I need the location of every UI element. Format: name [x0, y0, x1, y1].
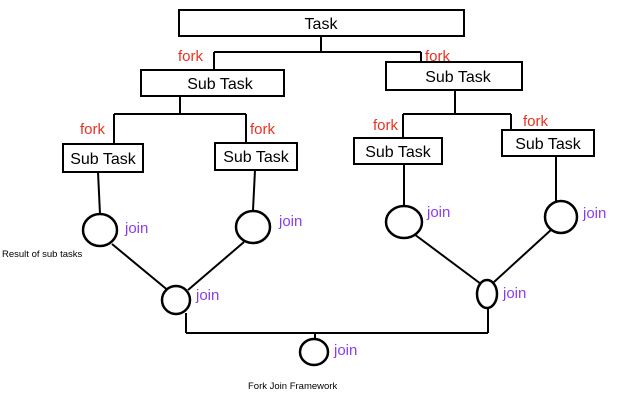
node4-to-join-right	[493, 228, 553, 283]
join-label-3: join	[426, 204, 450, 221]
join-label-right: join	[502, 285, 526, 302]
subtask-box-leaf-1: Sub Task	[62, 143, 144, 173]
node1-to-join-left	[111, 243, 171, 293]
leaf1-to-node	[97, 171, 101, 215]
fork-label-right-right: fork	[523, 113, 549, 130]
subtask-label-leaf-1: Sub Task	[70, 151, 137, 168]
subtask-label-left: Sub Task	[187, 76, 254, 93]
root-task-box: Task	[178, 9, 465, 37]
leaf2-to-node	[252, 169, 256, 211]
fork-label-root-left: fork	[178, 48, 204, 65]
result-node-2	[234, 209, 272, 245]
subtask-box-right: Sub Task	[385, 61, 523, 91]
subtask-box-leaf-3: Sub Task	[353, 137, 443, 165]
fork-label-left-right: fork	[250, 121, 276, 138]
connector-lines	[97, 36, 557, 340]
root-task-label: Task	[305, 16, 339, 33]
join-node-left	[160, 284, 192, 316]
join-label-final: join	[333, 342, 357, 359]
fork-label-right-left: fork	[373, 117, 399, 134]
subtask-box-leaf-4: Sub Task	[501, 129, 595, 157]
node3-to-join-right	[413, 233, 482, 285]
fork-label-left-left: fork	[80, 121, 106, 138]
subtask-box-leaf-2: Sub Task	[214, 142, 298, 171]
diagram-title: Fork Join Framework	[248, 381, 337, 392]
join-label-left: join	[195, 287, 219, 304]
join-label-1: join	[124, 220, 148, 237]
node2-to-join-left	[187, 241, 245, 291]
fork-label-root-right: fork	[425, 48, 451, 65]
subtask-label-right: Sub Task	[425, 69, 492, 86]
result-node-4	[543, 199, 579, 235]
subtask-label-leaf-3: Sub Task	[365, 144, 432, 161]
result-node-1	[81, 212, 119, 248]
subtask-box-left: Sub Task	[140, 69, 285, 97]
join-node-right	[475, 278, 499, 310]
join-label-2: join	[278, 213, 302, 230]
subtask-label-leaf-2: Sub Task	[223, 149, 290, 166]
subtask-label-leaf-4: Sub Task	[515, 136, 582, 153]
result-note: Result of sub tasks	[2, 249, 83, 260]
join-label-4: join	[582, 205, 606, 222]
join-node-final	[298, 337, 330, 367]
result-node-3	[384, 204, 424, 240]
